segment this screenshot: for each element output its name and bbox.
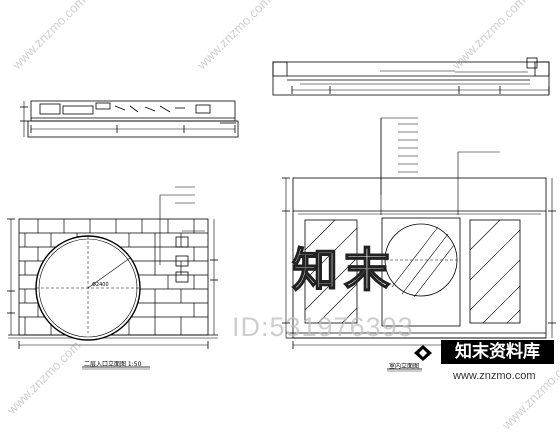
elevation-left xyxy=(7,186,218,349)
left-elevation-caption: 二层入口立面图 1:50 xyxy=(84,361,142,368)
annotation-list xyxy=(398,123,418,173)
brand-name: 知末资料库 xyxy=(441,340,554,364)
moon-gate-dimension-label: Φ2400 xyxy=(92,282,109,288)
cad-drawing xyxy=(7,57,556,372)
brand-url: www.znzmo.com xyxy=(453,370,536,382)
plan-right xyxy=(272,57,550,96)
watermark-logo-text: 知末 xyxy=(291,242,396,298)
plan-left xyxy=(20,100,239,138)
brand-logo-icon xyxy=(414,345,432,361)
elevation-right xyxy=(282,117,556,349)
watermark-id: ID:531976393 xyxy=(232,312,414,342)
cad-drawing-canvas: Φ2400 二层入口立面图 1:50 室内立面图 www.znzmo.com w… xyxy=(4,0,560,432)
right-elevation-caption: 室内立面图 xyxy=(389,363,420,370)
